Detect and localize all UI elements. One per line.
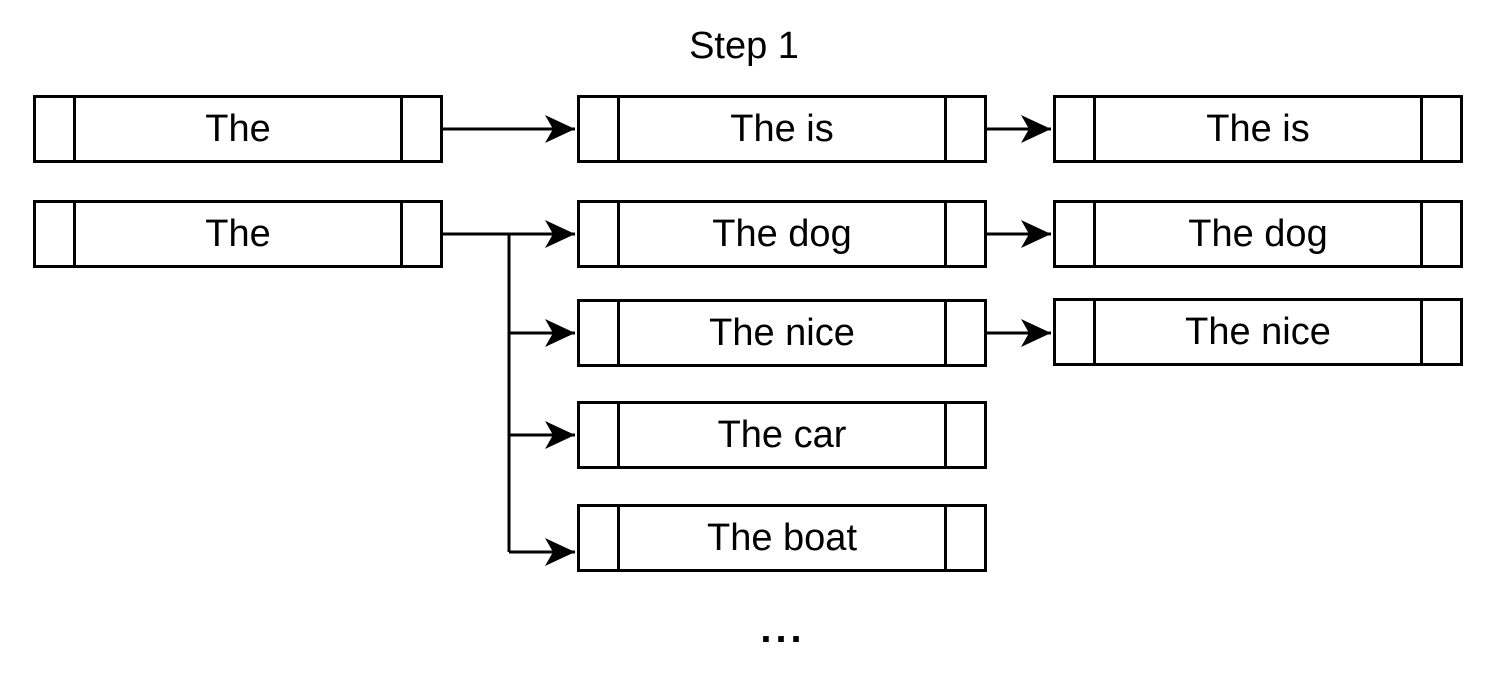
node-label: The dog bbox=[712, 212, 852, 255]
node-left-cell bbox=[580, 507, 620, 569]
node-selected-the-dog: The dog bbox=[1053, 200, 1463, 268]
node-right-cell bbox=[944, 302, 984, 364]
node-right-cell bbox=[944, 404, 984, 466]
continuation-ellipsis: ... bbox=[760, 607, 806, 651]
node-left-cell bbox=[36, 203, 76, 265]
node-right-cell bbox=[944, 98, 984, 160]
node-left-cell bbox=[580, 404, 620, 466]
node-label: The is bbox=[1206, 107, 1310, 150]
node-right-cell bbox=[400, 98, 440, 160]
node-candidate-the-boat: The boat bbox=[577, 504, 987, 572]
node-label: The bbox=[205, 107, 271, 150]
node-label: The car bbox=[717, 413, 847, 456]
node-right-cell bbox=[400, 203, 440, 265]
node-right-cell bbox=[1420, 301, 1460, 363]
node-right-cell bbox=[944, 507, 984, 569]
diagram-title: Step 1 bbox=[689, 25, 799, 67]
node-left-cell bbox=[1056, 301, 1096, 363]
node-label: The is bbox=[730, 107, 834, 150]
node-left-cell bbox=[1056, 98, 1096, 160]
node-right-cell bbox=[1420, 203, 1460, 265]
node-label: The bbox=[205, 212, 271, 255]
node-label: The nice bbox=[1185, 310, 1331, 353]
node-left-cell bbox=[580, 98, 620, 160]
node-candidate-the-nice: The nice bbox=[577, 299, 987, 367]
node-right-cell bbox=[944, 203, 984, 265]
node-right-cell bbox=[1420, 98, 1460, 160]
node-candidate-the-car: The car bbox=[577, 401, 987, 469]
node-left-cell bbox=[580, 203, 620, 265]
node-label: The boat bbox=[707, 516, 857, 559]
node-left-cell bbox=[1056, 203, 1096, 265]
node-left-cell bbox=[580, 302, 620, 364]
node-input-the-2: The bbox=[33, 200, 443, 268]
node-candidate-the-dog: The dog bbox=[577, 200, 987, 268]
node-label: The dog bbox=[1188, 212, 1328, 255]
node-selected-the-is: The is bbox=[1053, 95, 1463, 163]
node-selected-the-nice: The nice bbox=[1053, 298, 1463, 366]
node-candidate-the-is: The is bbox=[577, 95, 987, 163]
node-left-cell bbox=[36, 98, 76, 160]
node-label: The nice bbox=[709, 311, 855, 354]
node-input-the-1: The bbox=[33, 95, 443, 163]
